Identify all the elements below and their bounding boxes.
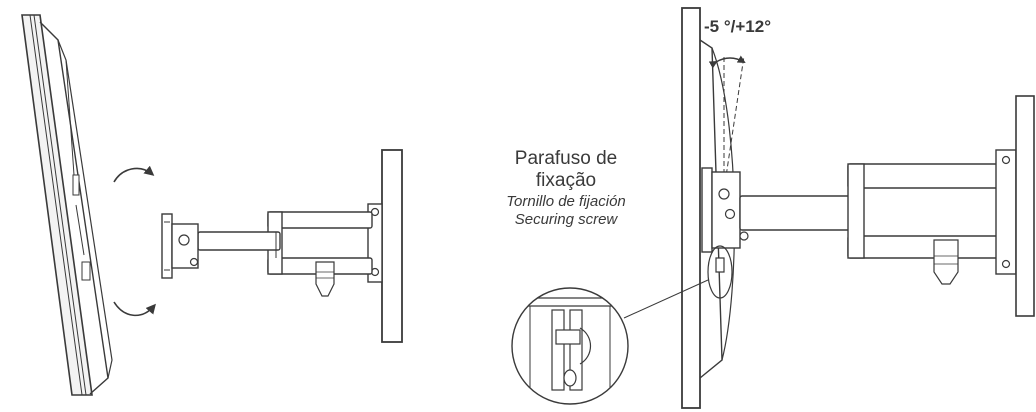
tv-panel-left bbox=[21, 14, 113, 396]
securing-screw-detail bbox=[511, 287, 629, 405]
wall-plate-right bbox=[681, 7, 701, 409]
tilt-angle-label: -5 °/+12° bbox=[704, 17, 771, 36]
left-scene bbox=[21, 14, 403, 396]
screw-label-en: Securing screw bbox=[515, 211, 619, 228]
right-scene: -5 °/+12° bbox=[506, 7, 1035, 409]
tilt-angle-indicator: -5 °/+12° bbox=[704, 17, 771, 191]
tv-bracket-left bbox=[161, 213, 199, 279]
curved-arrow-counterclockwise-icon bbox=[113, 301, 156, 317]
curved-arrow-clockwise-icon bbox=[113, 165, 155, 183]
wall-bracket-right bbox=[995, 95, 1035, 317]
mount-arms-left bbox=[197, 211, 373, 297]
screw-label-pt-line1: Parafuso de bbox=[515, 148, 617, 169]
securing-screw-highlight bbox=[707, 245, 733, 299]
mount-arms-right bbox=[739, 163, 1001, 285]
screw-label-pt-line2: fixação bbox=[536, 170, 596, 191]
tv-bracket-right bbox=[701, 167, 749, 273]
screw-label-es: Tornillo de fijación bbox=[506, 193, 626, 210]
wall-plate-left bbox=[381, 149, 403, 343]
securing-screw-labels: Parafuso de fixação Tornillo de fijación… bbox=[506, 148, 626, 228]
